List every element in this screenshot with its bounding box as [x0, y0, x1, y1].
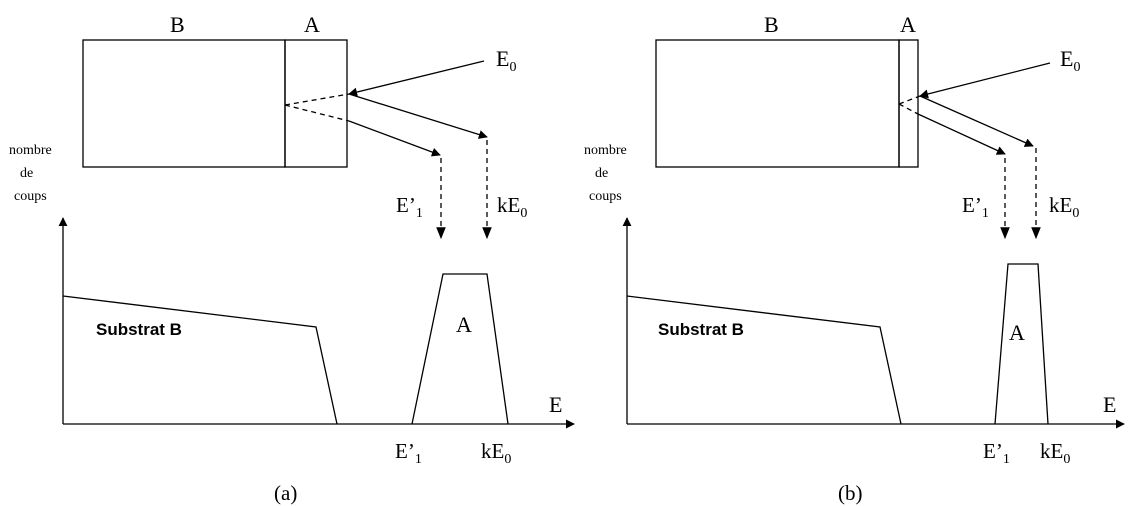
film-a-block — [284, 39, 348, 168]
substrate-spectrum — [626, 295, 902, 425]
substrat-label: Substrat B — [96, 320, 182, 339]
panel-b: B A E0 E’1 kE0 nombre de coups E Substra… — [584, 12, 1125, 505]
y-axis-label-1: nombre — [9, 143, 52, 158]
surface-scatter-arrow — [348, 93, 488, 139]
e1-arrow-label: E’1 — [962, 193, 989, 221]
y-axis-label-1: nombre — [584, 143, 627, 158]
ke0-arrow-label: kE0 — [497, 193, 527, 221]
e1-tick-label: E’1 — [395, 439, 422, 467]
substrate-b-block — [82, 39, 286, 168]
ke0-arrow-label: kE0 — [1049, 193, 1079, 221]
substrate-spectrum — [62, 295, 338, 425]
penetration-dashed — [284, 93, 350, 106]
ke0-tick-label: kE0 — [481, 439, 511, 467]
label-a: A — [900, 12, 916, 37]
label-a: A — [304, 12, 320, 37]
label-b: B — [764, 12, 779, 37]
caption-a: (a) — [274, 481, 297, 505]
ke0-tick-label: kE0 — [1040, 439, 1070, 467]
interface-scatter-arrow — [348, 120, 441, 157]
interface-scatter-dashed — [898, 103, 919, 115]
caption-b: (b) — [838, 481, 863, 505]
penetration-dashed — [898, 95, 921, 105]
panel-a: B A E0 E’1 kE0 nombre de coups E Substra… — [9, 12, 575, 505]
film-peak — [411, 273, 509, 425]
y-axis-label-2: de — [595, 166, 608, 181]
surface-scatter-arrow — [919, 95, 1034, 147]
substrate-b-block — [655, 39, 900, 168]
label-b: B — [170, 12, 185, 37]
incident-beam-arrow — [919, 62, 1051, 99]
incident-beam-arrow — [348, 60, 485, 97]
y-axis-label-2: de — [20, 166, 33, 181]
x-axis-label: E — [549, 392, 562, 417]
y-axis-label-3: coups — [589, 189, 622, 204]
substrat-label: Substrat B — [658, 320, 744, 339]
y-axis-label-3: coups — [14, 189, 47, 204]
peak-label: A — [456, 312, 472, 337]
e1-arrow-label: E’1 — [396, 193, 423, 221]
e0-label: E0 — [496, 46, 516, 75]
peak-label: A — [1009, 320, 1025, 345]
interface-scatter-dashed — [284, 104, 350, 122]
e1-tick-label: E’1 — [983, 439, 1010, 467]
film-peak — [994, 263, 1049, 425]
x-axis-label: E — [1103, 392, 1116, 417]
e0-label: E0 — [1060, 46, 1080, 75]
interface-scatter-arrow — [917, 113, 1006, 155]
